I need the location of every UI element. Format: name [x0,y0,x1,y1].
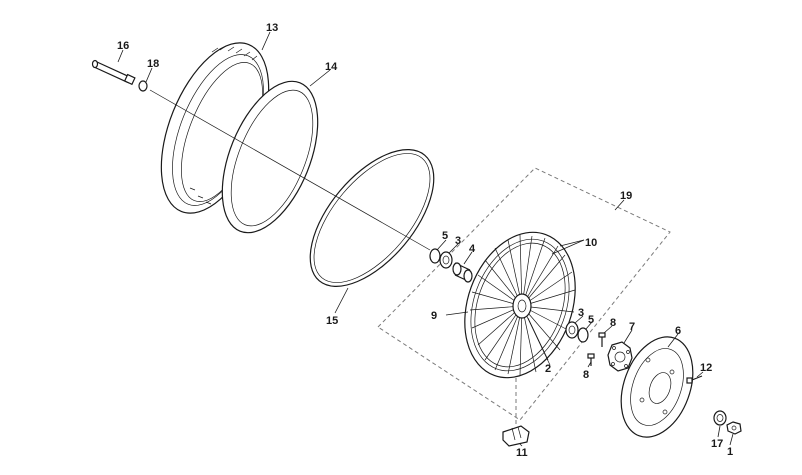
hub-spacer [452,262,473,283]
axle-nut [726,421,742,435]
callout-13: 13 [266,22,278,34]
seal-right [577,327,589,343]
callout-8-lower: 8 [583,369,589,381]
hub [512,293,532,319]
disc-carrier [607,341,633,372]
bolt-lower [587,353,595,366]
callout-17: 17 [711,438,723,450]
callout-9: 9 [431,310,437,322]
callout-8-upper: 8 [610,317,616,329]
assembly-boundary [377,167,671,421]
bolt-upper [598,332,606,347]
inner-tube [221,80,319,234]
callout-5-right: 5 [588,314,594,326]
callout-7: 7 [629,321,635,333]
callout-5-left: 5 [442,230,448,242]
callout-2: 2 [545,363,551,375]
callout-1: 1 [727,446,733,458]
rim-lock [502,425,530,447]
callout-4: 4 [469,243,476,255]
right-spacer [713,410,727,426]
bearing-right [565,321,579,339]
callout-11: 11 [516,447,528,459]
callout-15: 15 [326,315,338,327]
callout-18: 18 [147,58,159,70]
callout-10: 10 [585,237,597,249]
callout-3-left: 3 [455,235,461,247]
axle-spacer [138,80,148,92]
callout-19: 19 [620,190,632,202]
callout-16: 16 [117,40,129,52]
disc-screw [686,375,703,384]
axle [91,59,136,86]
rim-band [309,149,435,287]
leader-lines [117,31,734,447]
callout-12: 12 [700,362,712,374]
callout-14: 14 [325,61,338,73]
seal-left [429,248,441,264]
callout-6: 6 [675,325,681,337]
axis-line [149,89,431,251]
callout-3-right: 3 [578,307,584,319]
bearing-left [439,251,453,269]
